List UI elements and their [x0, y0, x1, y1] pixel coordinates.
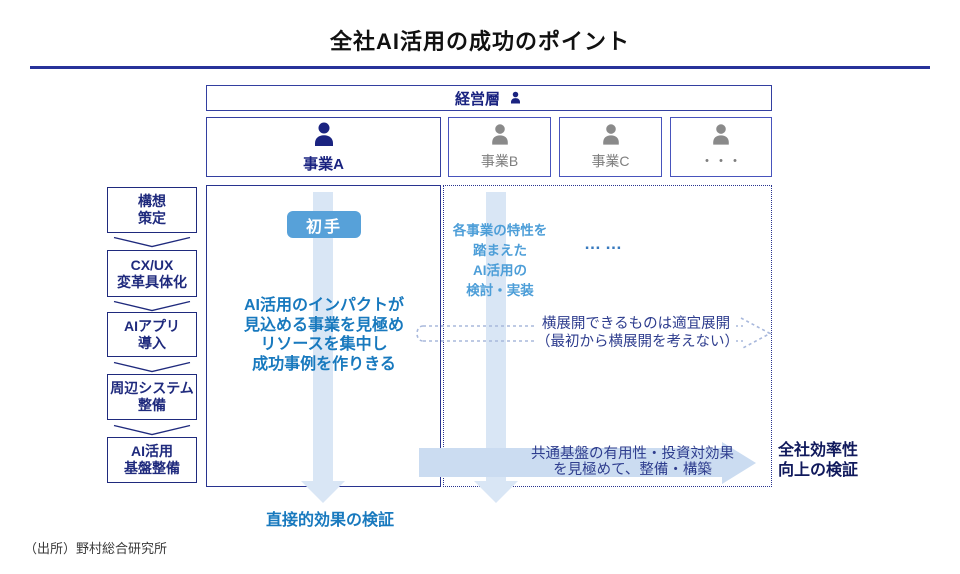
- business-etc-header: ・・・: [670, 117, 772, 177]
- foundation-right-arrow: [419, 448, 722, 477]
- business-a-down-arrow: [313, 192, 333, 481]
- management-layer-box: 経営層: [206, 85, 772, 111]
- business-a-header: 事業A: [206, 117, 441, 177]
- source-note: （出所）野村総合研究所: [24, 541, 168, 556]
- chevron-down-icon: [113, 300, 191, 312]
- business-a-down-arrowhead: [301, 481, 345, 503]
- business-b-down-arrowhead: [474, 481, 518, 503]
- step-ai-app: AIアプリ 導入: [107, 312, 197, 357]
- direct-effect-outcome: 直接的効果の検証: [265, 512, 394, 529]
- horizontal-expansion-note: 横展開できるものは適宜展開 （最初から横展開を考えない）: [536, 315, 739, 351]
- management-label: 経営層: [454, 90, 500, 108]
- ellipsis-dots: ……: [584, 234, 626, 253]
- first-move-badge: 初手: [287, 211, 361, 238]
- person-icon: [508, 91, 523, 106]
- business-b-label: 事業B: [480, 153, 519, 169]
- company-efficiency-outcome: 全社効率性 向上の検証: [778, 442, 859, 479]
- foundation-message: 共通基盤の有用性・投資対効果 を見極めて、整備・構築: [531, 446, 734, 478]
- person-icon: [598, 123, 624, 149]
- step-cxux: CX/UX 変革具体化: [107, 250, 197, 297]
- step-concept: 構想 策定: [107, 187, 197, 233]
- title-underline: [30, 66, 930, 69]
- business-b-down-arrow: [486, 192, 506, 481]
- step-peripheral: 周辺システム 整備: [107, 374, 197, 420]
- chevron-down-icon: [113, 236, 191, 248]
- foundation-right-arrowhead: [722, 442, 756, 484]
- other-businesses-message: 各事業の特性を 踏まえた AI活用の 検討・実装: [452, 223, 548, 298]
- business-a-label: 事業A: [303, 155, 344, 173]
- page-title: 全社AI活用の成功のポイント: [329, 29, 630, 54]
- business-c-header: 事業C: [559, 117, 662, 177]
- person-icon: [708, 123, 734, 149]
- business-a-message: AI活用のインパクトが 見込める事業を見極め リソースを集中し 成功事例を作りき…: [243, 297, 404, 373]
- business-b-header: 事業B: [448, 117, 551, 177]
- business-c-label: 事業C: [591, 153, 630, 169]
- person-icon: [487, 123, 513, 149]
- other-businesses-panel: [443, 185, 772, 487]
- chevron-down-icon: [113, 361, 191, 373]
- chevron-down-icon: [113, 424, 191, 436]
- business-etc-label: ・・・: [700, 153, 742, 169]
- person-icon: [309, 121, 339, 151]
- step-foundation: AI活用 基盤整備: [107, 437, 197, 483]
